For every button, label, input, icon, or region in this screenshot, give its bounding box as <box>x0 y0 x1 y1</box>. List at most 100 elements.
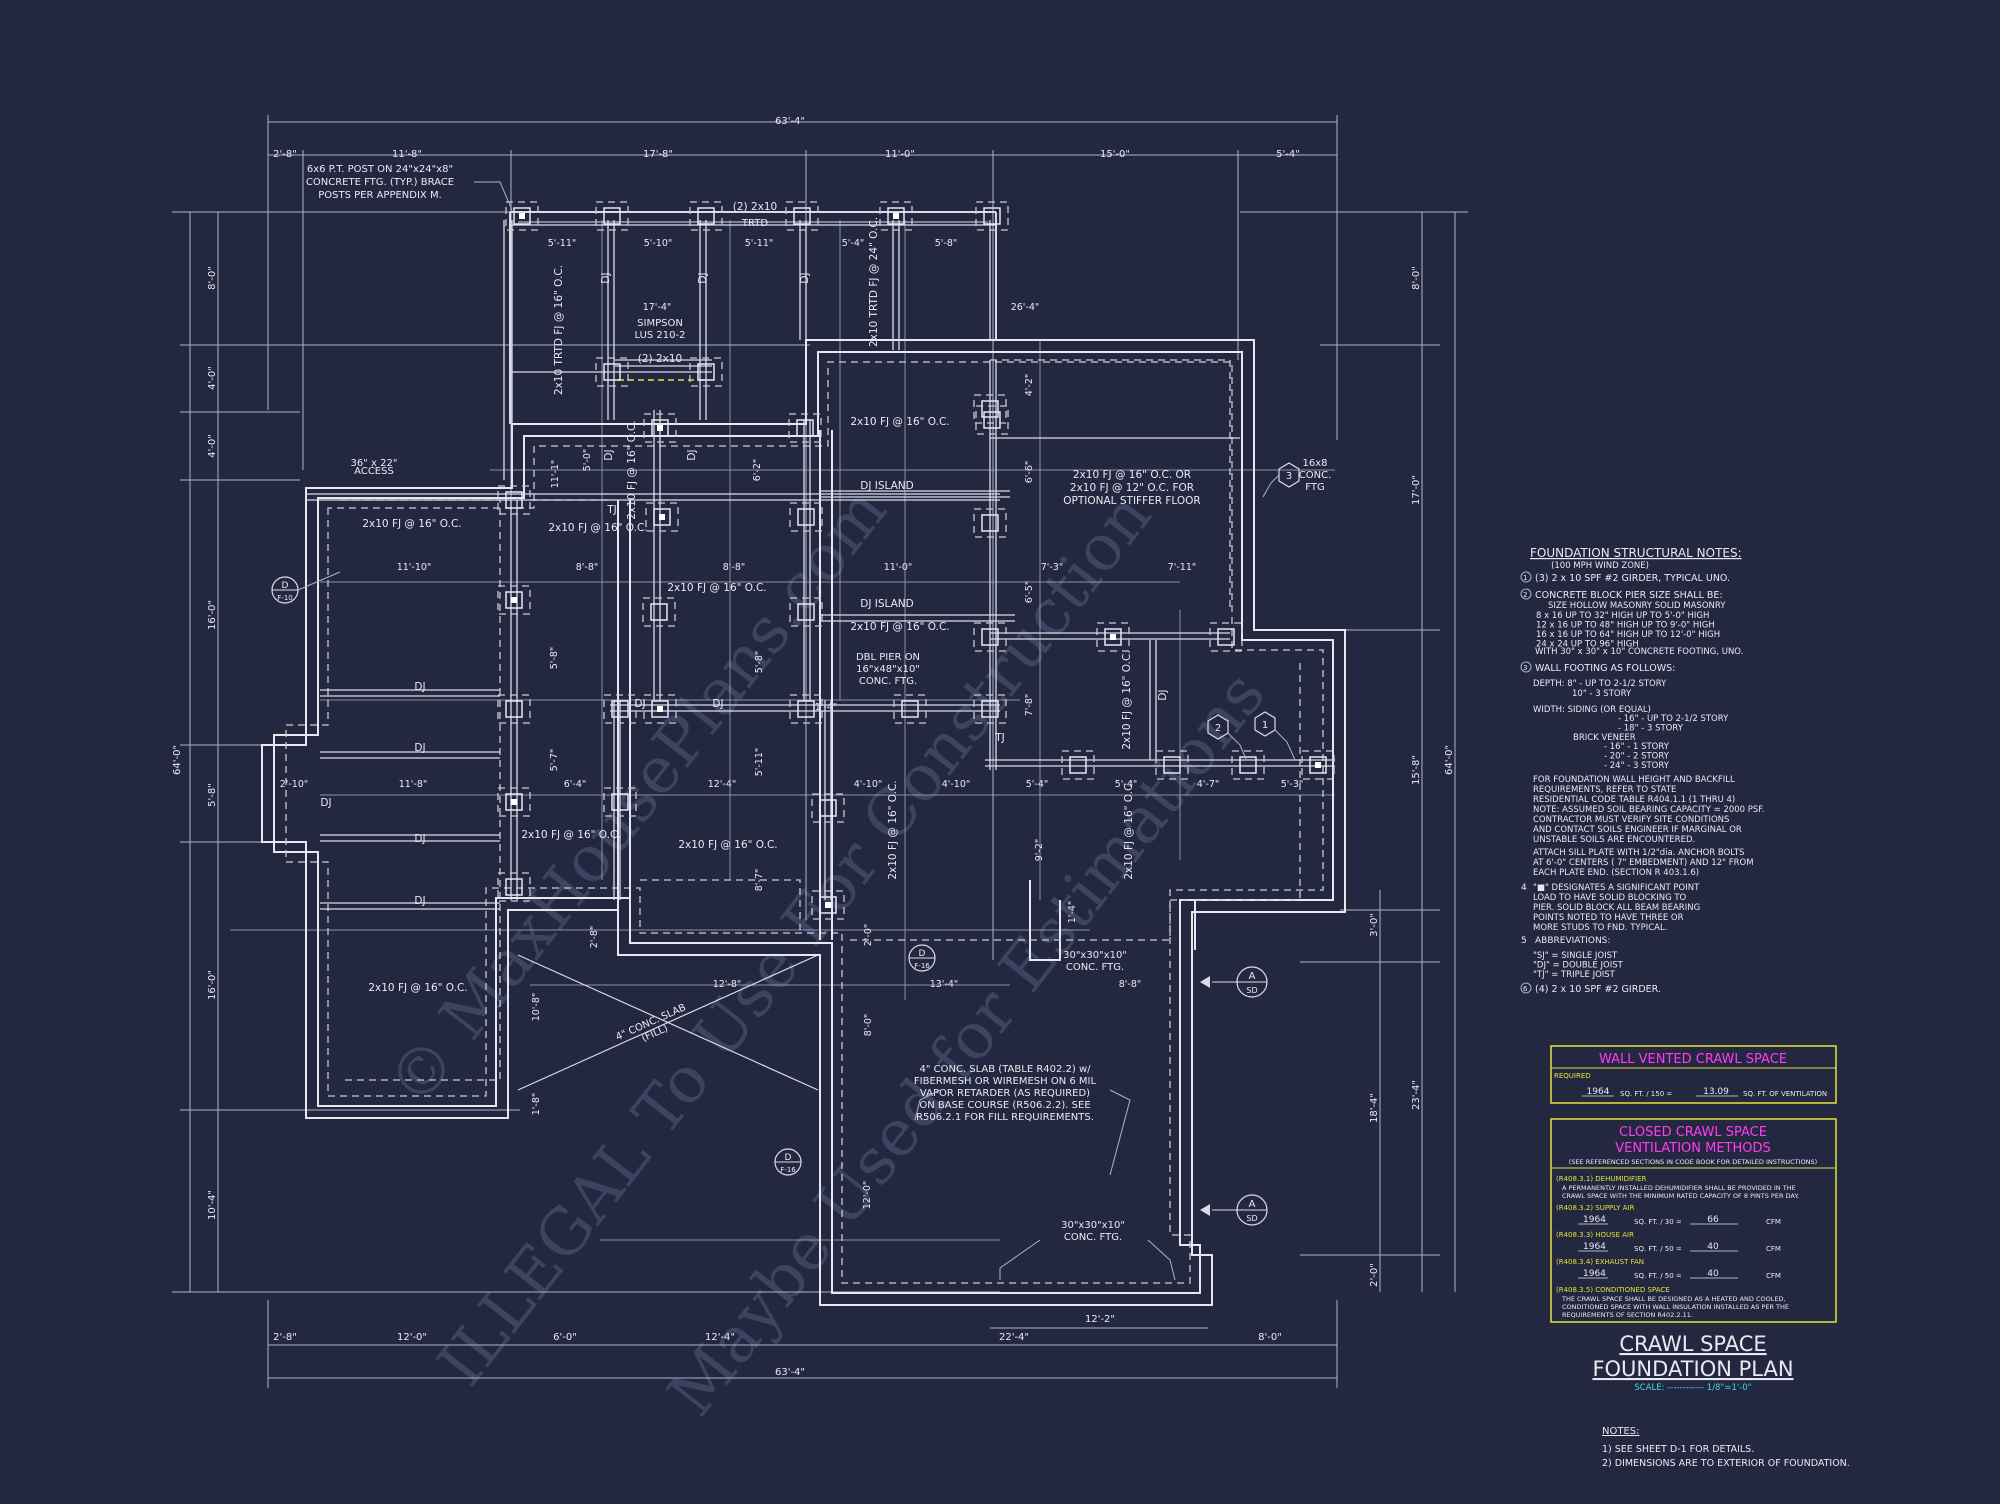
pier <box>643 694 677 724</box>
section-marker-1[interactable]: D F-10 <box>271 571 341 604</box>
dim-inner-33: 5'-7" <box>549 749 560 772</box>
note-4-num: 4 <box>1521 883 1527 893</box>
closed-crawl-box: CLOSED CRAWL SPACE VENTILATION METHODS (… <box>1550 1118 1837 1323</box>
dim-inner-15: 12'-4" <box>708 779 737 790</box>
title-line-1: CRAWL SPACE <box>1619 1332 1766 1356</box>
cond-head: (R408.3.5) CONDITIONED SPACE <box>1556 1286 1670 1294</box>
dim-inner-36: 9'-2" <box>1034 839 1045 862</box>
pier <box>811 890 845 920</box>
pier-head: SIZE HOLLOW MASONRY SOLID MASONRY <box>1548 601 1726 611</box>
fj-k: 2x10 FJ @ 16" O.C. <box>1121 650 1133 749</box>
stiffer-floor-1: 2x10 FJ @ 16" O.C. OR <box>1073 469 1191 481</box>
dj-label-5: DJ <box>320 797 331 809</box>
depth-2: 10" - 3 STORY <box>1572 689 1632 699</box>
fj-i: 2x10 FJ @ 16" O.C. <box>887 780 899 879</box>
width-row-1: - 18" - 3 STORY <box>1618 724 1684 734</box>
dim-inner-28: 6'-2" <box>752 459 763 482</box>
pier <box>1301 750 1335 780</box>
vent-title: WALL VENTED CRAWL SPACE <box>1599 1052 1787 1067</box>
para1-line-3: NOTE: ASSUMED SOIL BEARING CAPACITY = 20… <box>1533 805 1765 815</box>
pier <box>497 585 531 615</box>
pier <box>973 508 1007 538</box>
footer-notes-head: NOTES: <box>1602 1426 1640 1437</box>
fj-d: 2x10 FJ @ 16" O.C. <box>667 582 766 594</box>
note-tag-2: 2 <box>1207 714 1247 760</box>
pier <box>811 793 845 823</box>
para2-line-0: ATTACH SILL PLATE WITH 1/2"dia. ANCHOR B… <box>1533 848 1744 858</box>
footer-notes: NOTES: 1) SEE SHEET D-1 FOR DETAILS. 2) … <box>1602 1426 1850 1469</box>
fj-l: 2x10 FJ @ 16" O.C. <box>626 420 638 519</box>
note-tag-3: 3 <box>1262 462 1300 498</box>
conc-ftg-16x8-2: CONC. <box>1299 470 1332 481</box>
pier <box>595 357 629 387</box>
pier <box>1231 750 1265 780</box>
closed-row-val-2: 40 <box>1707 1269 1719 1279</box>
closed-title-2: VENTILATION METHODS <box>1615 1141 1771 1156</box>
section-1-top: D <box>282 581 289 591</box>
note-4-line-2: PIER. SOLID BLOCK ALL BEAM BEARING <box>1533 903 1700 913</box>
pier <box>1209 622 1243 652</box>
dim-right-3: 3'-0" <box>1369 913 1380 937</box>
vent-per: SQ. FT. / 150 = <box>1620 1090 1672 1098</box>
watermark: © MaxHousePlans.com ILLEGAL To Use For C… <box>374 474 1280 1430</box>
girder-top-label: (2) 2x10 <box>733 201 777 213</box>
callout-post-line-1: 6x6 P.T. POST ON 24"x24"x8" <box>307 164 453 175</box>
dim-right-0: 8'-0" <box>1411 266 1422 290</box>
fj-e: 2x10 FJ @ 16" O.C. <box>850 621 949 633</box>
pier <box>645 502 679 532</box>
dim-left-3: 16'-0" <box>207 600 218 630</box>
dim-bottom-6: 12'-2" <box>1085 1314 1115 1325</box>
cond-text-2: CONDITIONED SPACE WITH WALL INSULATION I… <box>1562 1303 1789 1311</box>
brick-row-1: - 20" - 2 STORY <box>1604 752 1670 762</box>
trtd-fj-16: 2x10 TRTD FJ @ 16" O.C. <box>553 265 565 395</box>
dim-inner-37: 7'-8" <box>1024 694 1035 717</box>
section-marker-5[interactable]: A SD <box>1200 1194 1268 1226</box>
conc-ftg-30-b2: CONC. FTG. <box>1064 1232 1122 1243</box>
dim-right-1: 17'-0" <box>1411 475 1422 505</box>
dehum-head: (R408.3.1) DEHUMIDIFIER <box>1556 1175 1647 1183</box>
dim-inner-21: 5'-3" <box>1281 779 1304 790</box>
dim-bottom-5: 8'-0" <box>1258 1332 1282 1343</box>
pier <box>973 394 1007 424</box>
section-marker-3[interactable]: D F-16 <box>774 1148 802 1176</box>
pier-foot: WITH 30" x 30" x 10" CONCRETE FOOTING, U… <box>1535 647 1743 657</box>
conc-ftg-16x8-1: 16x8 <box>1302 458 1327 469</box>
section-marker-4[interactable]: A SD <box>1200 966 1268 998</box>
dehum-text-1: A PERMANENTLY INSTALLED DEHUMIDIFIER SHA… <box>1562 1184 1796 1192</box>
fj-c: 2x10 FJ @ 16" O.C. <box>850 416 949 428</box>
dj-vert-6: DJ <box>1157 689 1169 700</box>
dim-right-4: 23'-4" <box>1411 1080 1422 1110</box>
note-4-line-4: MORE STUDS TO FND. TYPICAL. <box>1533 923 1667 933</box>
section-2-top: D <box>919 949 926 959</box>
dim-inner-24: 13'-4" <box>930 979 959 990</box>
girder-mid-label: (2) 2x10 <box>638 353 682 365</box>
dim-left-6: 10'-4" <box>207 1190 218 1220</box>
dim-inner-46: 12'-0" <box>862 1181 873 1210</box>
pier <box>603 694 637 724</box>
pier <box>497 872 531 902</box>
pier <box>879 201 913 231</box>
dim-left-4: 5'-8" <box>207 783 218 807</box>
dim-inner-1: 5'-10" <box>644 238 673 249</box>
note-4-line-3: POINTS NOTED TO HAVE THREE OR <box>1533 913 1684 923</box>
closed-row-unit-2: CFM <box>1766 1272 1781 1280</box>
dim-inner-0: 5'-11" <box>548 238 577 249</box>
pier <box>643 413 677 443</box>
section-marker-2[interactable]: D F-16 <box>908 944 936 972</box>
para2-line-1: AT 6'-0" CENTERS ( 7" EMBEDMENT) AND 12"… <box>1533 858 1754 868</box>
dim-inner-29: 6'-6" <box>1024 461 1035 484</box>
svg-text:1: 1 <box>1262 720 1268 731</box>
dim-inner-45: 8'-0" <box>863 1014 874 1037</box>
dim-inner-42: 2'-0" <box>863 924 874 947</box>
dim-inner-34: 5'-11" <box>754 748 765 777</box>
dj-label-1: DJ <box>414 681 425 693</box>
dim-inner-4: 5'-8" <box>935 238 958 249</box>
foundation-walls <box>261 211 1346 1306</box>
dj-vert-1: DJ <box>600 272 612 283</box>
dim-inner-22: 2'-10" <box>280 779 309 790</box>
dim-overall-bottom: 63'-4" <box>775 1367 805 1378</box>
cond-text-3: REQUIREMENTS OF SECTION R402.2.11. <box>1562 1311 1693 1319</box>
brick: BRICK VENEER <box>1573 733 1636 743</box>
pier <box>973 694 1007 724</box>
